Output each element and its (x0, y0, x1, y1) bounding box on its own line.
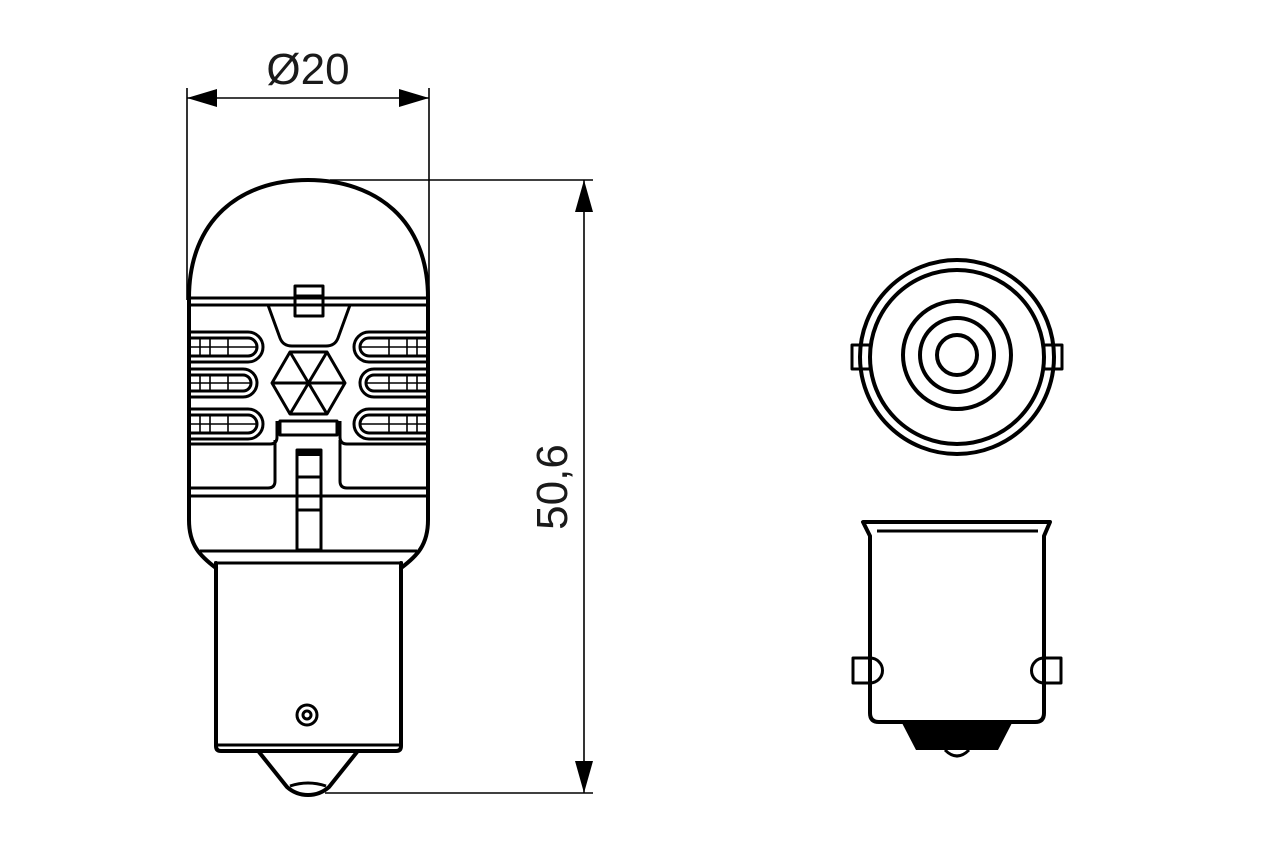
arrow-up-icon (575, 180, 593, 212)
base-side-view (851, 520, 1063, 758)
bulb-side-view (187, 178, 430, 797)
right-cooling-fins (352, 330, 428, 441)
top-tab (293, 284, 325, 318)
hexagon-led-icon (270, 350, 347, 416)
solder-contact (902, 723, 1012, 750)
insulator-ring (901, 299, 1013, 411)
base-bottom-view (850, 258, 1064, 456)
bayonet-pin-right (1042, 343, 1064, 371)
center-stem (295, 448, 323, 552)
stem-cap (297, 450, 321, 456)
contact-ring (918, 316, 996, 394)
side-pin-right (1030, 656, 1063, 685)
contact-center (935, 333, 979, 377)
inner-ring (868, 268, 1046, 446)
side-pin-left (851, 656, 884, 685)
frame-inner-right (338, 440, 428, 490)
left-cooling-fins (189, 330, 265, 441)
base-shell (861, 520, 1052, 724)
bayonet-pin-left (850, 343, 872, 371)
led-holder (266, 304, 352, 348)
diameter-label: Ø20 (266, 45, 349, 94)
outer-ring (858, 258, 1056, 456)
lower-frame-right (338, 421, 428, 446)
pin-center (301, 709, 313, 721)
height-label: 50,6 (528, 444, 577, 530)
diameter-dimension: Ø20 (186, 45, 430, 300)
arrow-left-icon (187, 89, 217, 107)
height-dimension: 50,6 (325, 179, 593, 794)
arrow-right-icon (399, 89, 429, 107)
arrow-down-icon (575, 761, 593, 793)
bulb-dome (187, 178, 430, 300)
metal-base (214, 561, 403, 753)
driver-block (278, 419, 339, 437)
tip-line (289, 781, 327, 788)
bulb-body (187, 296, 430, 570)
contact-tip (257, 750, 359, 797)
frame-inner-left (189, 440, 277, 490)
contact-dome (943, 748, 971, 758)
bayonet-pin-icon (295, 703, 319, 727)
